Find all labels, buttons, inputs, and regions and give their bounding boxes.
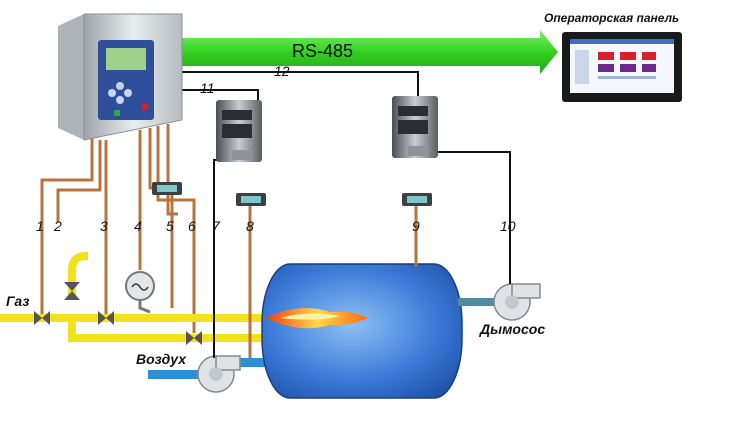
line-numbers: 1 2 3 4 5 6 7 8 9 10 11 12 [36,63,516,234]
gas-label: Газ [6,293,29,309]
line-number-12: 12 [274,63,290,79]
line-number-1: 1 [36,218,44,234]
air-pipe [148,358,276,379]
line-number-7: 7 [212,218,221,234]
line-number-9: 9 [412,218,420,234]
line-number-6: 6 [188,218,196,234]
vfd-drive-1 [216,100,262,162]
burner-flame [266,308,368,329]
indicator-5 [152,182,182,195]
air-blower [197,355,241,393]
vfd-drive-2 [392,96,438,158]
rs485-bus-arrow [180,30,558,74]
line-number-11: 11 [200,80,215,96]
operator-panel-screen [562,32,682,102]
indicator-9 [402,193,432,206]
exhaust-pipe [458,298,500,306]
indicator-8 [236,193,266,206]
line-number-4: 4 [134,218,142,234]
panel-title: Операторская панель [544,11,679,25]
pressure-gauge [125,271,155,314]
bus-label: RS-485 [292,41,353,61]
line-number-10: 10 [500,218,516,234]
controller-cabinet [58,13,183,141]
valve-1 [34,311,50,325]
air-label: Воздух [136,351,187,367]
line-number-3: 3 [100,218,108,234]
line-number-8: 8 [246,218,254,234]
line-number-2: 2 [53,218,62,234]
line-number-5: 5 [166,218,174,234]
signal-lines [178,71,419,104]
sensor-lines [248,200,418,358]
valve-2 [64,282,80,300]
valve-6 [186,331,202,345]
boiler-tank [261,263,463,399]
exhaust-label: Дымосос [479,321,545,337]
exhaust-fan [493,283,541,321]
valve-3 [98,311,114,325]
